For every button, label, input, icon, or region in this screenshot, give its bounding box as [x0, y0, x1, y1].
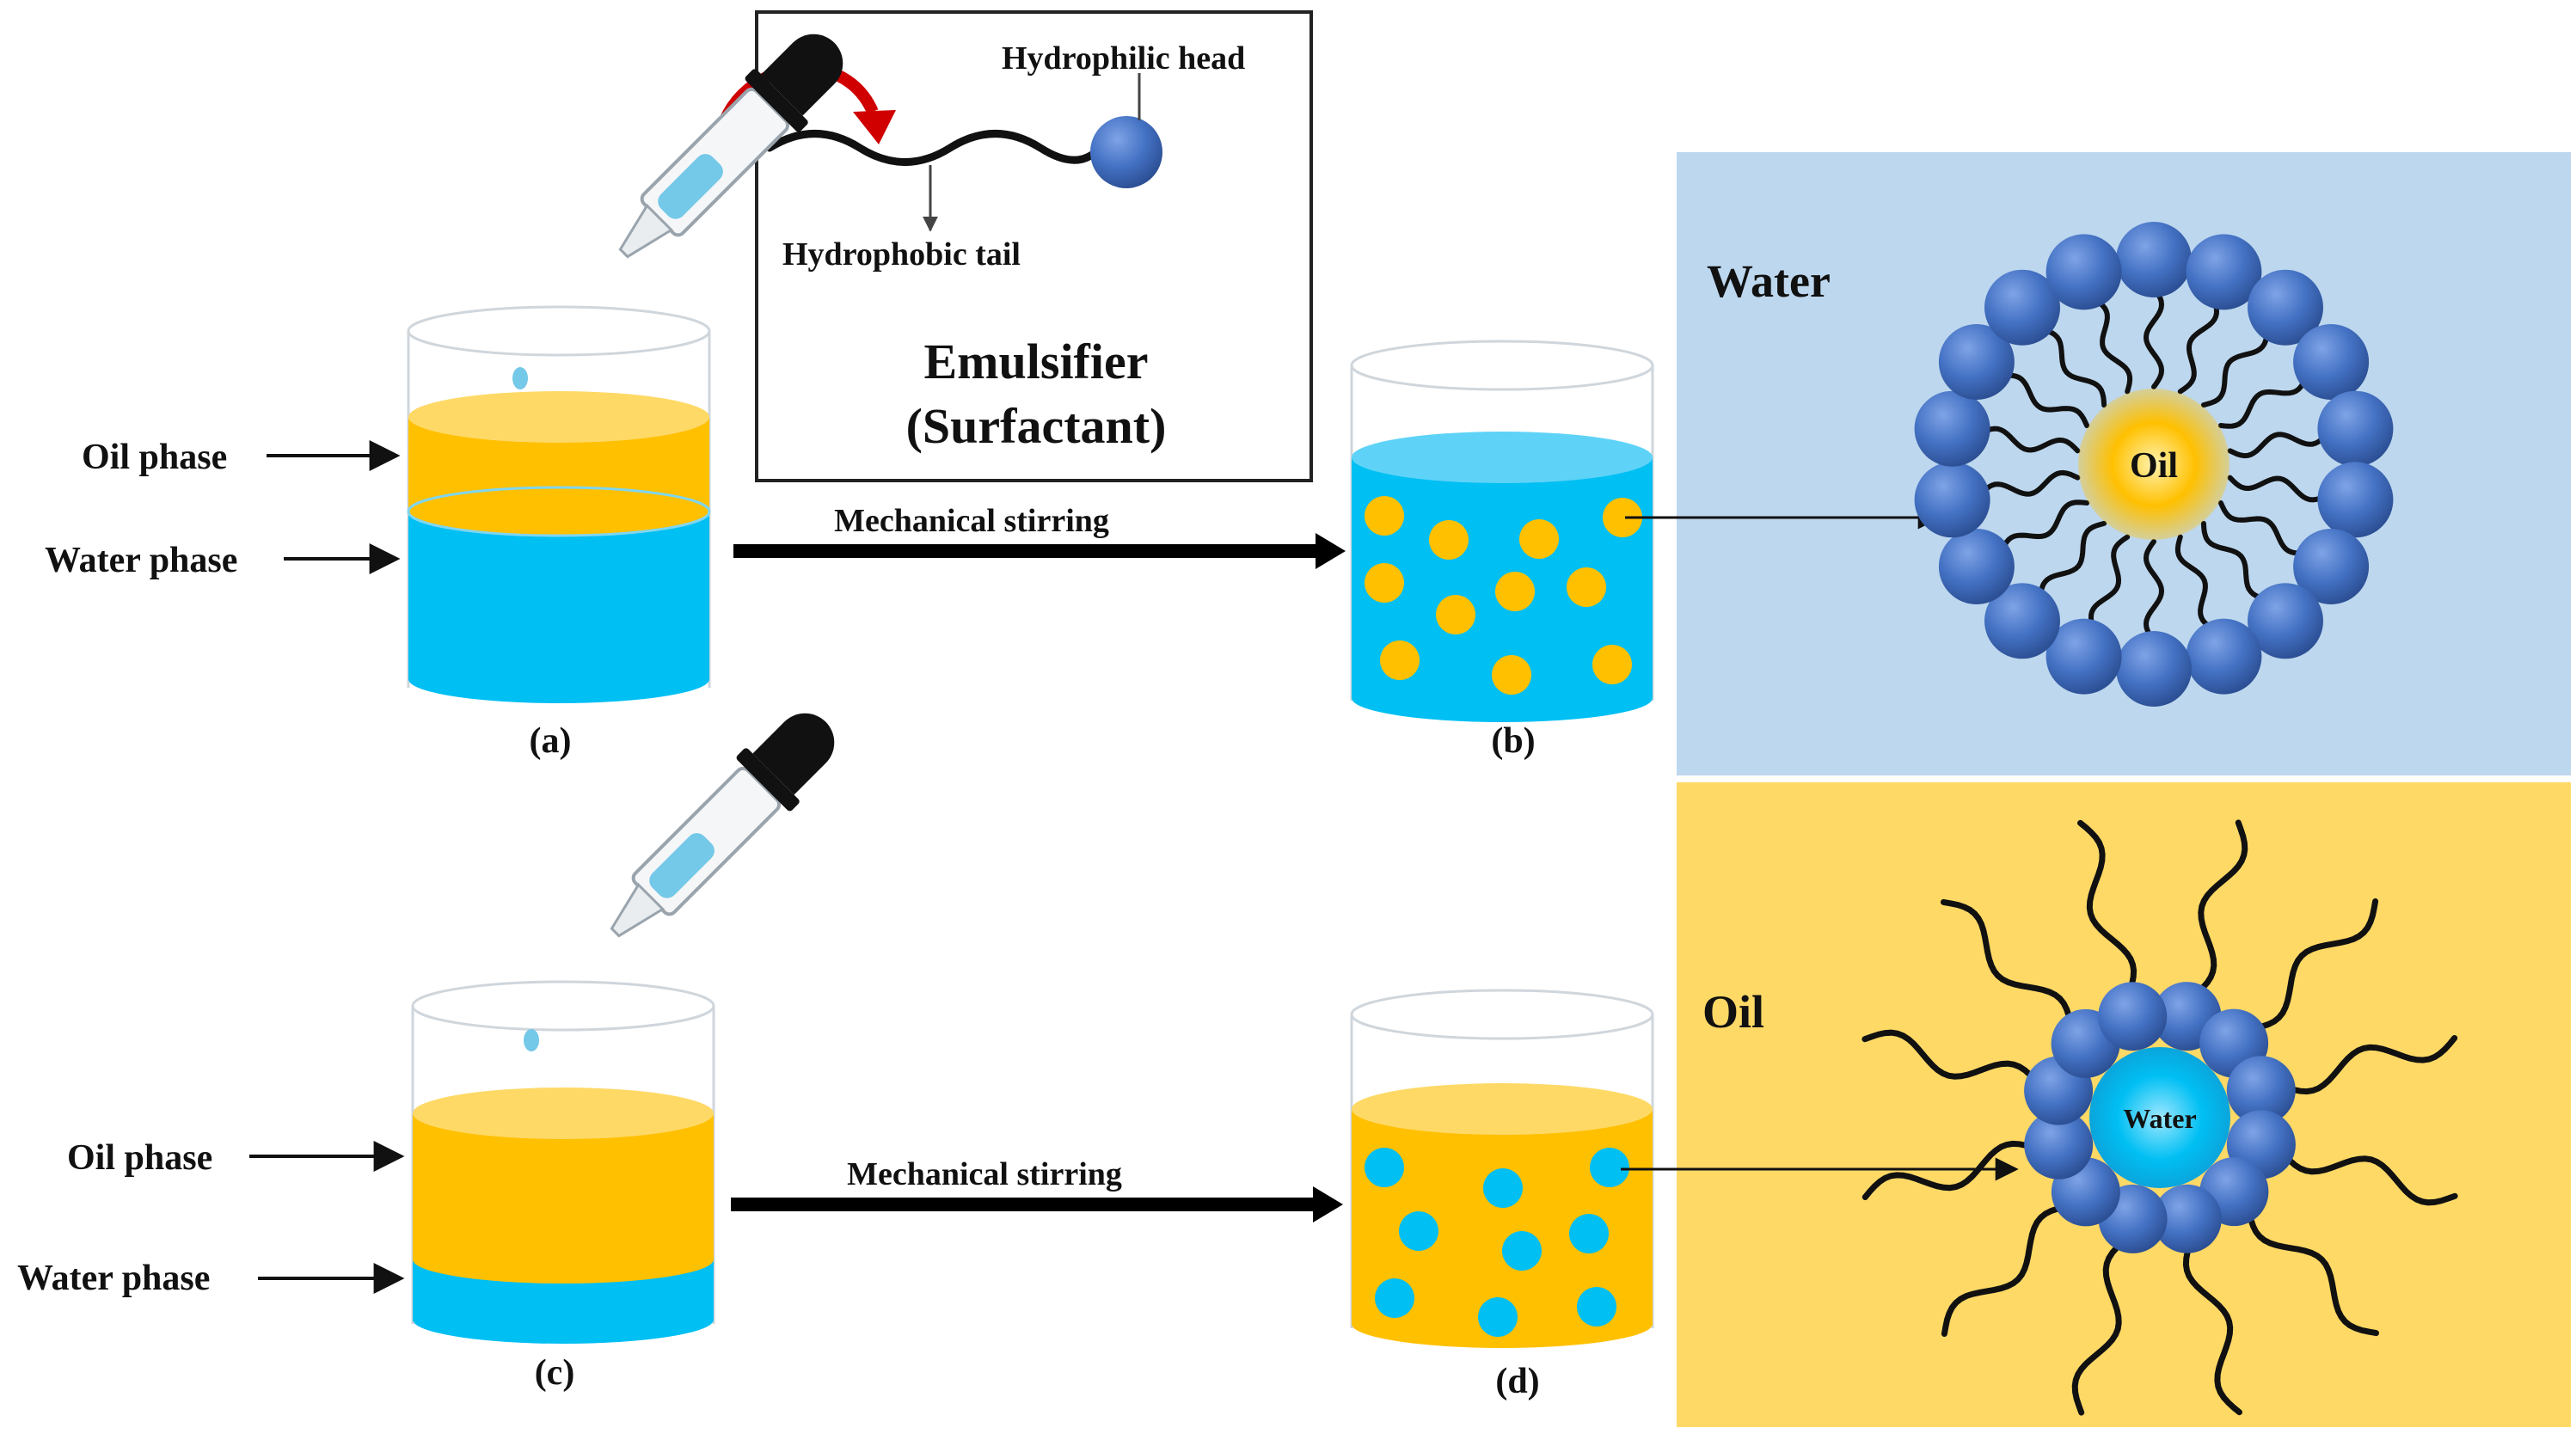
surfactant-tail-icon: [2200, 520, 2270, 602]
surfactant-head-icon: [2226, 1056, 2296, 1125]
surfactant-tail-icon: [2182, 1235, 2242, 1416]
surfactant-tail-icon: [1861, 1029, 2043, 1089]
surfactant-tail-icon: [2217, 500, 2309, 556]
surfactant-head-icon: [2116, 222, 2192, 297]
surfactant-head-icon: [1938, 529, 2015, 604]
hydrophobic-tail-label: Hydrophobic tail: [782, 236, 1021, 273]
surfactant-head-icon: [2248, 269, 2323, 346]
surfactant-head-icon: [2293, 324, 2370, 400]
surfactant-tail-icon: [2088, 534, 2131, 633]
dropper-a-icon: [618, 34, 843, 259]
surfactant-tail-icon: [2174, 534, 2217, 633]
surfactant-tail-icon: [2143, 285, 2165, 389]
surfactant-head-icon: [2152, 1184, 2222, 1253]
surfactant-tail-icon: [1978, 426, 2081, 454]
stirring-arrow-top-icon: [733, 533, 1346, 569]
oil-phase-label-c: Oil phase: [67, 1138, 212, 1178]
surfactant-title: (Surfactant): [906, 398, 1167, 454]
surfactant-tail-icon: [765, 130, 1096, 166]
panel-b-label: (b): [1491, 721, 1535, 761]
surfactant-tail-icon: [2038, 327, 2107, 408]
water-core-label: Water: [2123, 1103, 2196, 1134]
surfactant-tail-icon: [2227, 431, 2330, 459]
surfactant-tail-icon: [1978, 469, 2081, 498]
surfactant-head-icon: [1984, 269, 2060, 346]
surfactant-tail-icon: [2245, 1202, 2379, 1337]
water-droplets: [1365, 1148, 1629, 1337]
beaker-c: [411, 980, 715, 1344]
mechanical-stirring-label-bottom: Mechanical stirring: [847, 1156, 1122, 1192]
water-phase-label-a: Water phase: [45, 541, 237, 580]
surfactant-tail-icon: [1941, 898, 2075, 1033]
surfactant-head-icon: [1938, 324, 2015, 400]
oil-droplets: [1365, 496, 1642, 695]
stirring-arrow-bottom-icon: [731, 1186, 1343, 1222]
oil-phase-label-a: Oil phase: [82, 438, 227, 477]
surfactant-tail-icon: [1998, 499, 2090, 555]
surfactant-head-icon: [1914, 462, 1990, 538]
surfactant-head-icon: [2317, 390, 2394, 467]
surfactant-head-icon: [2045, 618, 2122, 695]
surfactant-head-icon: [1984, 583, 2060, 659]
oil-medium-label: Oil: [1702, 986, 1764, 1038]
surfactant-tail-icon: [2277, 1035, 2458, 1095]
surfactant-tail-icon: [2200, 327, 2270, 408]
surfactant-tail-icon: [2077, 819, 2137, 1001]
oil-in-water-micelle: [1914, 222, 2394, 707]
surfactant-head-icon: [2248, 583, 2323, 659]
surfactant-head-icon: [2186, 234, 2262, 310]
panel-c-label: (c): [535, 1353, 575, 1393]
surfactant-head-icon: [2293, 529, 2370, 604]
surfactant-tail-icon: [2143, 539, 2165, 643]
surfactant-head-icon: [2045, 234, 2122, 310]
surfactant-head-icon: [2186, 618, 2262, 695]
mechanical-stirring-label-top: Mechanical stirring: [834, 503, 1109, 539]
emulsifier-title: Emulsifier: [924, 334, 1149, 389]
surfactant-tail-icon: [2227, 475, 2330, 503]
beaker-a: [407, 305, 711, 703]
surfactant-box: Hydrophilic head Hydrophobic tail Emulsi…: [715, 10, 1313, 482]
water-phase-label-c: Water phase: [17, 1259, 210, 1298]
surfactant-head-icon: [2024, 1110, 2094, 1179]
oil-core-label: Oil: [2130, 446, 2178, 486]
surfactant-head-icon: [2116, 631, 2192, 707]
surfactant-tail-icon: [2071, 1235, 2131, 1416]
red-arrowhead-icon: [853, 110, 896, 144]
surfactant-tail-icon: [1861, 1140, 2043, 1200]
surfactant-tail-icon: [1941, 1203, 2076, 1337]
water-medium-label: Water: [1707, 255, 1831, 307]
water-in-oil-reverse-micelle: [1861, 819, 2458, 1416]
surfactant-tail-icon: [2090, 296, 2133, 395]
surfactant-head-icon: [2317, 462, 2394, 538]
surfactant-tail-icon: [2188, 819, 2248, 1001]
panel-a-label: (a): [530, 721, 572, 761]
surfactant-tail-icon: [2277, 1146, 2458, 1206]
surfactant-tail-icon: [1998, 372, 2090, 428]
surfactant-tail-icon: [2177, 296, 2220, 395]
panel-d-label: (d): [1495, 1362, 1539, 1401]
surfactant-tail-icon: [2217, 373, 2309, 429]
surfactant-tail-icon: [2244, 898, 2379, 1032]
surfactant-tail-icon: [2038, 520, 2107, 602]
surfactant-head-icon: [2098, 982, 2168, 1051]
drop-a-icon: [512, 367, 528, 389]
surfactant-head-icon: [1914, 390, 1990, 467]
surfactant-head-icon: [1090, 116, 1162, 188]
drop-c-icon: [524, 1029, 539, 1051]
hydrophilic-head-label: Hydrophilic head: [1002, 40, 1245, 77]
beaker-b: [1350, 340, 1654, 722]
dropper-c-icon: [610, 713, 835, 938]
beaker-d: [1350, 989, 1654, 1348]
